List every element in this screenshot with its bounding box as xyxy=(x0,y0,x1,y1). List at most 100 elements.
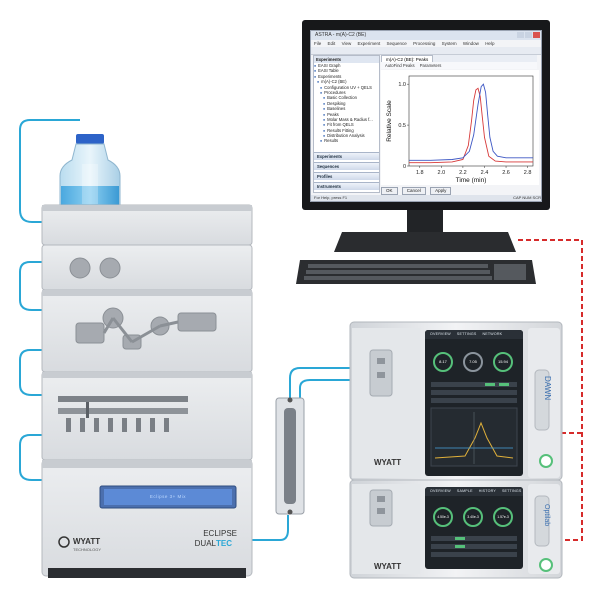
autosampler-module xyxy=(41,371,253,461)
series-line-1 xyxy=(409,83,533,161)
degasser-module xyxy=(41,244,253,291)
close-icon[interactable] xyxy=(533,32,540,38)
menu-window[interactable]: Window xyxy=(462,41,479,46)
menu-edit[interactable]: Edit xyxy=(327,41,336,46)
tree-item[interactable]: Basic Collection xyxy=(314,95,379,100)
tree-item[interactable]: Distribution Analysis xyxy=(314,133,379,138)
dawn-brand: WYATT xyxy=(374,458,401,467)
tree-item[interactable]: EASI Table xyxy=(314,68,379,73)
y-axis-label: Relative Scale xyxy=(386,100,393,142)
section-experiments[interactable]: Experiments xyxy=(314,152,379,160)
pump-module xyxy=(41,289,253,373)
optilab-dial-2: 3.40e-3 xyxy=(463,507,483,527)
tree-item[interactable]: Molar Mass & Radius f... xyxy=(314,117,379,122)
dialog-buttons: OK Cancel Apply xyxy=(381,187,454,195)
dawn-tab-overview[interactable]: OVERVIEW xyxy=(430,332,451,336)
autofind-peaks-button[interactable]: AutoFind Peaks xyxy=(385,63,415,68)
detector-branding: WYATT WYATT DAWN Optilab xyxy=(374,376,552,571)
parameters-button[interactable]: Parameters xyxy=(419,63,442,68)
dawn-dial-1: 8.17 xyxy=(433,352,453,372)
menu-view[interactable]: View xyxy=(341,41,352,46)
menu-system[interactable]: System xyxy=(441,41,457,46)
menu-help[interactable]: Help xyxy=(485,41,495,46)
optilab-tab-overview[interactable]: OVERVIEW xyxy=(430,489,451,493)
pump-model: ECLIPSE xyxy=(203,529,237,538)
apply-button[interactable]: Apply xyxy=(430,187,452,195)
menu-processing[interactable]: Processing xyxy=(413,41,436,46)
tree-item[interactable]: Procedures xyxy=(314,90,379,95)
x-tick-label: 2.0 xyxy=(438,170,446,176)
experiment-tree: Experiments EASI Graph EASI Table Experi… xyxy=(313,55,380,193)
optilab-screen: OVERVIEW SAMPLE HISTORY SETTINGS 4.50e-3… xyxy=(425,487,523,569)
x-tick-label: 1.8 xyxy=(416,170,424,176)
plot-frame xyxy=(408,75,534,167)
tree-item[interactable]: Baselines xyxy=(314,106,379,111)
tree-item[interactable]: Configuration UV + QELS xyxy=(314,85,379,90)
cancel-button[interactable]: Cancel xyxy=(401,187,426,195)
dawn-screen: OVERVIEW SETTINGS NETWORK 8.17 7.05 15.9… xyxy=(425,330,523,476)
dawn-tab-network[interactable]: NETWORK xyxy=(482,332,503,336)
section-sequences[interactable]: Sequences xyxy=(314,162,379,170)
tree-item[interactable]: Results Fitting xyxy=(314,128,379,133)
optilab-tabbar: OVERVIEW SAMPLE HISTORY SETTINGS xyxy=(425,487,523,496)
menu-file[interactable]: File xyxy=(314,41,322,46)
pump-brand: WYATT xyxy=(73,537,100,546)
section-instruments[interactable]: Instruments xyxy=(314,182,379,190)
dawn-dial-3: 15.94 xyxy=(493,352,513,372)
fluid-cables xyxy=(19,119,372,541)
menu-sequence[interactable]: Sequence xyxy=(386,41,407,46)
optilab-tab-settings[interactable]: SETTINGS xyxy=(501,489,522,493)
ok-button[interactable]: OK xyxy=(381,187,398,195)
y-tick-label: 0.5 xyxy=(398,123,406,129)
tree-item[interactable]: Results xyxy=(314,138,379,143)
x-tick-label: 2.4 xyxy=(481,170,489,176)
y-tick-label: 0 xyxy=(403,164,406,170)
pump-lcd-text: Eclipse 3+ Mix xyxy=(149,494,187,499)
tree-item[interactable]: m(A)-C2 (BE) xyxy=(314,79,379,84)
optilab-tab-sample[interactable]: SAMPLE xyxy=(456,489,473,493)
window-title-bar: ASTRA - m(A)-C2 (BE) xyxy=(311,31,541,40)
optilab-dial-1: 4.50e-3 xyxy=(433,507,453,527)
toolbar xyxy=(311,47,541,55)
status-text: For Help, press F1 xyxy=(314,195,348,200)
minimize-icon[interactable] xyxy=(517,32,524,38)
pump-model-sub-b: TEC xyxy=(216,539,232,548)
document-tabs: m(A)-C2 (BE): Peaks xyxy=(381,55,537,63)
tree-item[interactable]: Fit from QELS xyxy=(314,122,379,127)
eclipse-module xyxy=(41,459,253,578)
solvent-bottle xyxy=(59,134,121,211)
dawn-status-panel xyxy=(430,382,518,467)
x-tick-label: 2.2 xyxy=(459,170,467,176)
software-window: ASTRA - m(A)-C2 (BE) File Edit View Expe… xyxy=(310,30,542,202)
section-profiles[interactable]: Profiles xyxy=(314,172,379,180)
keyboard xyxy=(296,260,536,284)
status-bar: For Help, press F1 CAP NUM SCR xyxy=(311,195,541,201)
pump-branding: WYATT TECHNOLOGY ECLIPSE DUAL TEC xyxy=(58,529,237,552)
tree-item[interactable]: Despiking xyxy=(314,101,379,106)
dawn-tab-settings[interactable]: SETTINGS xyxy=(456,332,477,336)
tab-peaks[interactable]: m(A)-C2 (BE): Peaks xyxy=(381,55,434,63)
dawn-side-label: DAWN xyxy=(543,376,552,400)
pump-brand-sub: TECHNOLOGY xyxy=(73,547,101,552)
tree-item[interactable]: Peaks xyxy=(314,112,379,117)
solvent-tray-module xyxy=(41,204,253,246)
x-axis-label: Time (min) xyxy=(456,177,487,184)
maximize-icon[interactable] xyxy=(525,32,532,38)
tree-item[interactable]: EASI Graph xyxy=(314,63,379,68)
optilab-status-panel xyxy=(431,536,517,557)
column xyxy=(275,397,305,515)
optilab-side-label: Optilab xyxy=(543,504,550,526)
dawn-tabbar: OVERVIEW SETTINGS NETWORK xyxy=(425,330,523,339)
x-tick-label: 2.8 xyxy=(524,170,532,176)
dawn-dial-2: 7.05 xyxy=(463,352,483,372)
menu-experiment[interactable]: Experiment xyxy=(357,41,381,46)
pump-model-sub-a: DUAL xyxy=(195,539,217,548)
tree-item[interactable]: Experiments xyxy=(314,74,379,79)
optilab-tab-history[interactable]: HISTORY xyxy=(478,489,496,493)
status-indicators: CAP NUM SCR xyxy=(513,195,541,200)
signal-cable xyxy=(518,239,583,541)
optilab-brand: WYATT xyxy=(374,562,401,571)
menu-bar: File Edit View Experiment Sequence Proce… xyxy=(311,40,541,47)
